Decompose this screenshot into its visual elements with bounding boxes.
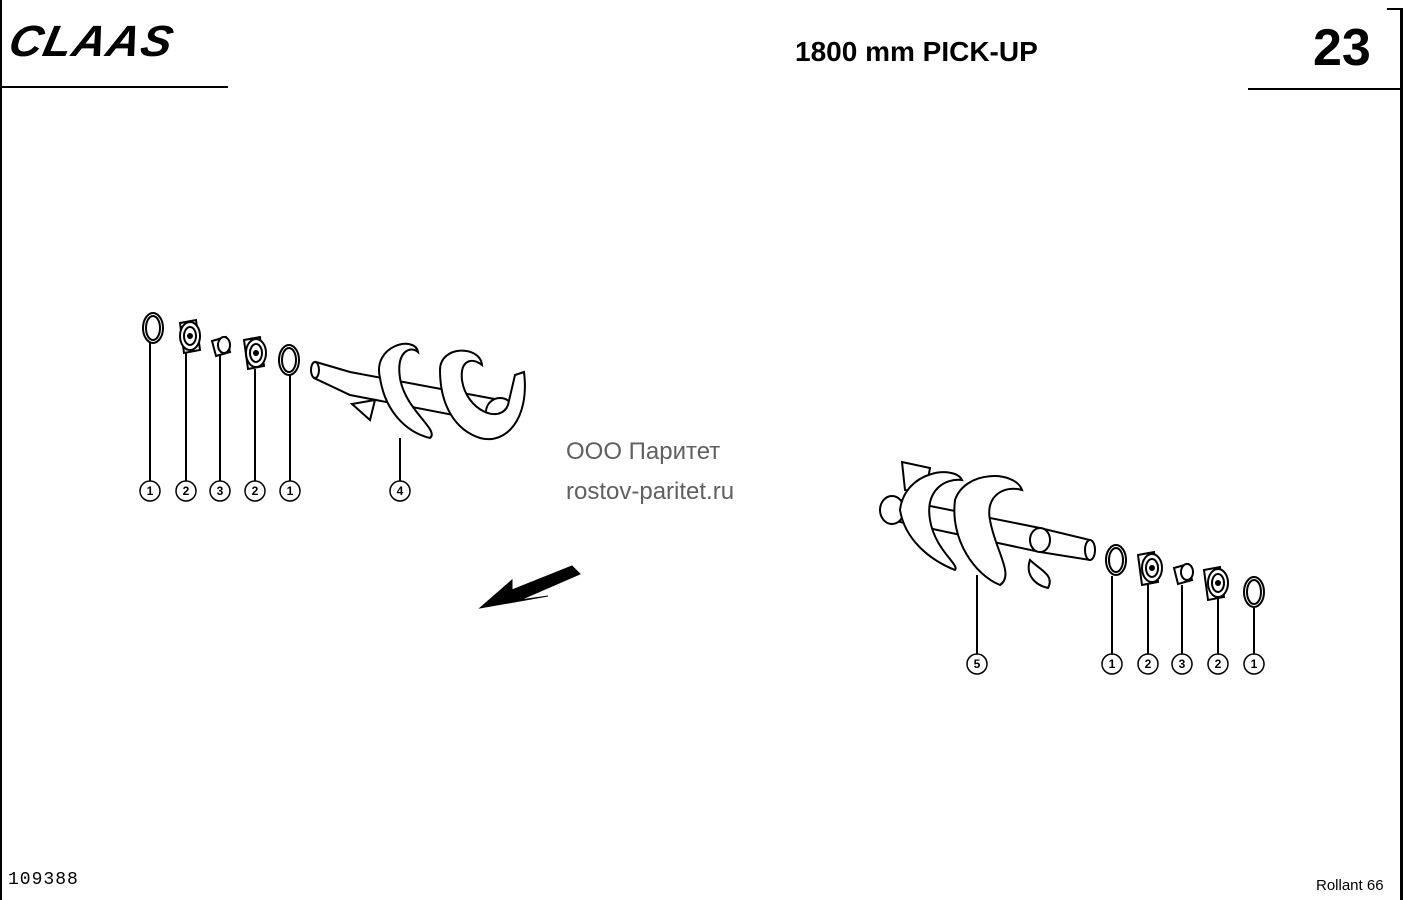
watermark-url: rostov-paritet.ru <box>566 478 735 505</box>
callout-label: 2 <box>183 484 190 498</box>
callout-left-4: 4 <box>389 480 411 502</box>
left-callouts: 1 2 3 2 1 4 <box>139 480 411 502</box>
right-callouts: 5 1 2 3 2 1 <box>966 653 1265 675</box>
model-name: Rollant 66 <box>1316 877 1384 894</box>
left-assembly <box>142 312 526 482</box>
callout-left-1a: 1 <box>139 480 161 502</box>
left-auger <box>310 342 526 441</box>
callout-label: 4 <box>397 484 404 498</box>
left-spacer <box>210 335 232 358</box>
page-number: 23 <box>1313 19 1371 77</box>
drawing-id: 109388 <box>8 870 79 890</box>
left-snap-ring-outer <box>142 312 164 344</box>
left-snap-ring-inner <box>278 344 300 376</box>
callout-right-2a: 2 <box>1137 653 1159 675</box>
callout-label: 1 <box>1109 657 1116 671</box>
right-bearing-inner <box>1136 550 1163 587</box>
callout-left-2b: 2 <box>244 480 266 502</box>
left-bearing-outer <box>178 318 202 355</box>
direction-arrow-icon <box>478 565 581 609</box>
right-spacer <box>1172 562 1194 586</box>
right-snap-ring-outer <box>1243 576 1265 608</box>
callout-left-1b: 1 <box>279 480 301 502</box>
callout-label: 2 <box>1215 657 1222 671</box>
callout-right-1b: 1 <box>1243 653 1265 675</box>
header-rule-right <box>1248 88 1403 90</box>
callout-label: 3 <box>217 484 224 498</box>
watermark-company: ООО Паритет <box>566 438 721 465</box>
page-title: 1800 mm PICK-UP <box>795 36 1038 67</box>
callout-right-5: 5 <box>966 653 988 675</box>
callout-left-3: 3 <box>209 480 231 502</box>
callout-label: 5 <box>974 657 981 671</box>
right-assembly <box>879 460 1265 655</box>
callout-right-1a: 1 <box>1101 653 1123 675</box>
callout-left-2a: 2 <box>175 480 197 502</box>
left-bearing-inner <box>242 335 267 371</box>
callout-label: 1 <box>287 484 294 498</box>
callout-label: 1 <box>1251 657 1258 671</box>
callout-right-2b: 2 <box>1207 653 1229 675</box>
frame-top-right-border <box>1387 8 1403 10</box>
header-rule-left <box>0 86 228 88</box>
right-snap-ring-inner <box>1105 544 1127 576</box>
right-bearing-outer <box>1202 565 1229 602</box>
callout-label: 2 <box>1145 657 1152 671</box>
callout-label: 3 <box>1179 657 1186 671</box>
frame-right-border <box>1400 8 1403 900</box>
callout-label: 1 <box>147 484 154 498</box>
frame-left-border <box>0 0 2 900</box>
callout-label: 2 <box>252 484 259 498</box>
callout-right-3: 3 <box>1171 653 1193 675</box>
right-auger <box>879 460 1096 590</box>
